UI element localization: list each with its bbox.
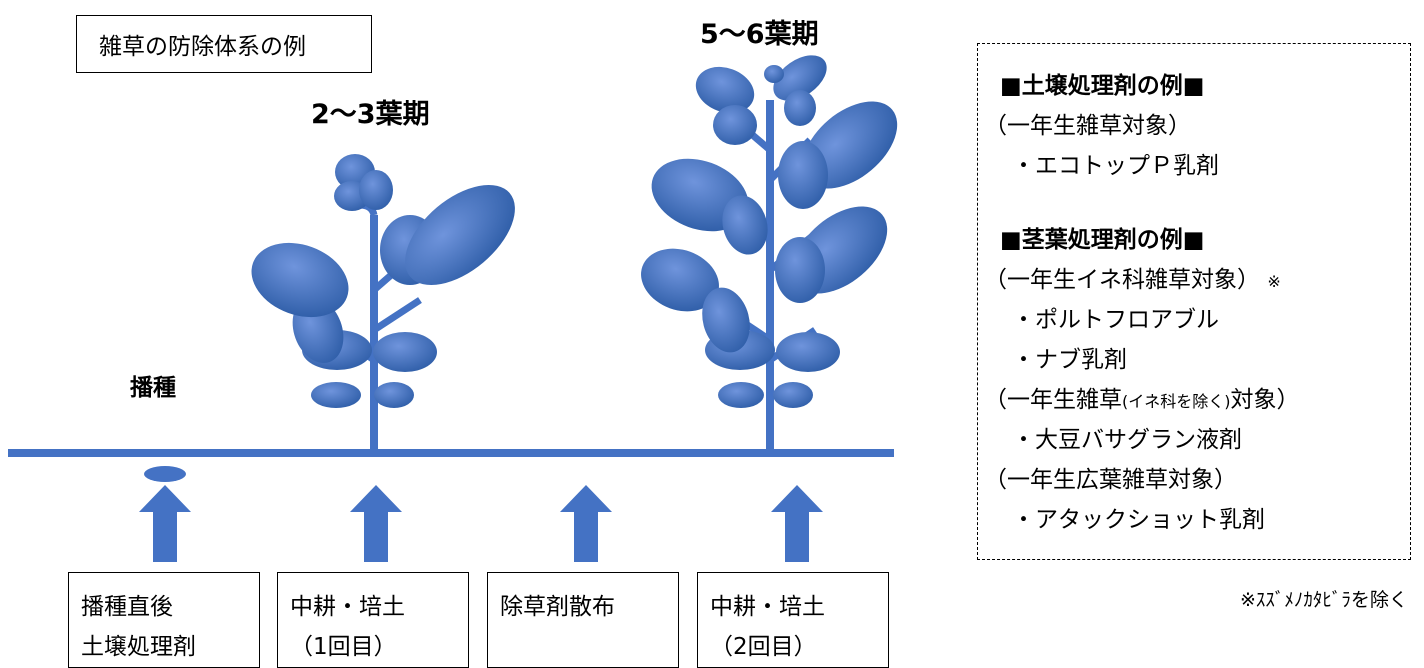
foliar-target-2-post: 対象）: [1230, 387, 1300, 413]
soil-item: ・エコトップＰ乳剤: [1012, 153, 1219, 179]
plant-early-stage: [251, 154, 515, 451]
diagram-title: 雑草の防除体系の例: [76, 15, 372, 73]
arrow-up-icon: [139, 485, 191, 562]
action-line: （2回目）: [710, 634, 817, 660]
action-line: 中耕・培土: [290, 594, 405, 620]
seed: [144, 466, 186, 482]
foliar-target-2-small: (イネ科を除く): [1122, 392, 1231, 411]
action-box-cultivation-2: 中耕・培土 （2回目）: [697, 572, 889, 668]
arrow-up-icon: [350, 485, 402, 562]
herbicide-legend: ■土壌処理剤の例■ （一年生雑草対象） ・エコトップＰ乳剤 ■茎葉処理剤の例■ …: [977, 43, 1411, 560]
action-line: 中耕・培土: [710, 594, 825, 620]
stage-label-early: 2〜3葉期: [311, 99, 430, 130]
action-box-cultivation-1: 中耕・培土 （1回目）: [277, 572, 469, 668]
action-line: 土壌処理剤: [81, 634, 196, 660]
ground-line: [8, 449, 894, 457]
foliar-target-3: （一年生広葉雑草対象）: [984, 467, 1237, 493]
sowing-label: 播種: [130, 375, 176, 401]
soil-header: ■土壌処理剤の例■: [1000, 73, 1205, 99]
action-line: 除草剤散布: [500, 594, 615, 620]
soil-target: （一年生雑草対象）: [984, 113, 1191, 139]
foliar-header: ■茎葉処理剤の例■: [1000, 227, 1205, 253]
foliar-target-2-pre: （一年生雑草: [984, 387, 1122, 413]
foliar-item-2: ・ナブ乳剤: [1012, 347, 1127, 373]
foliar-target-2: （一年生雑草(イネ科を除く)対象）: [984, 380, 1300, 414]
title-text: 雑草の防除体系の例: [99, 34, 306, 60]
action-line: 播種直後: [81, 594, 173, 620]
foliar-item-4: ・アタックショット乳剤: [1012, 507, 1265, 533]
foliar-target-1: （一年生イネ科雑草対象） ※: [984, 260, 1281, 294]
action-line: （1回目）: [290, 634, 397, 660]
arrow-up-icon: [771, 485, 823, 562]
action-box-soil-treatment: 播種直後 土壌処理剤: [68, 572, 260, 668]
stage-label-late: 5〜6葉期: [700, 19, 819, 50]
plant-late-stage: [641, 55, 898, 452]
foliar-item-3: ・大豆バサグラン液剤: [1012, 427, 1242, 453]
action-box-herbicide: 除草剤散布: [487, 572, 679, 668]
foliar-target-1-mark: ※: [1267, 272, 1281, 291]
arrow-up-icon: [560, 485, 612, 562]
foliar-item-1: ・ポルトフロアブル: [1012, 307, 1219, 333]
foliar-target-1-text: （一年生イネ科雑草対象）: [984, 267, 1260, 293]
footnote: ※ｽｽﾞﾒﾉｶﾀﾋﾞﾗを除く: [1240, 589, 1408, 611]
